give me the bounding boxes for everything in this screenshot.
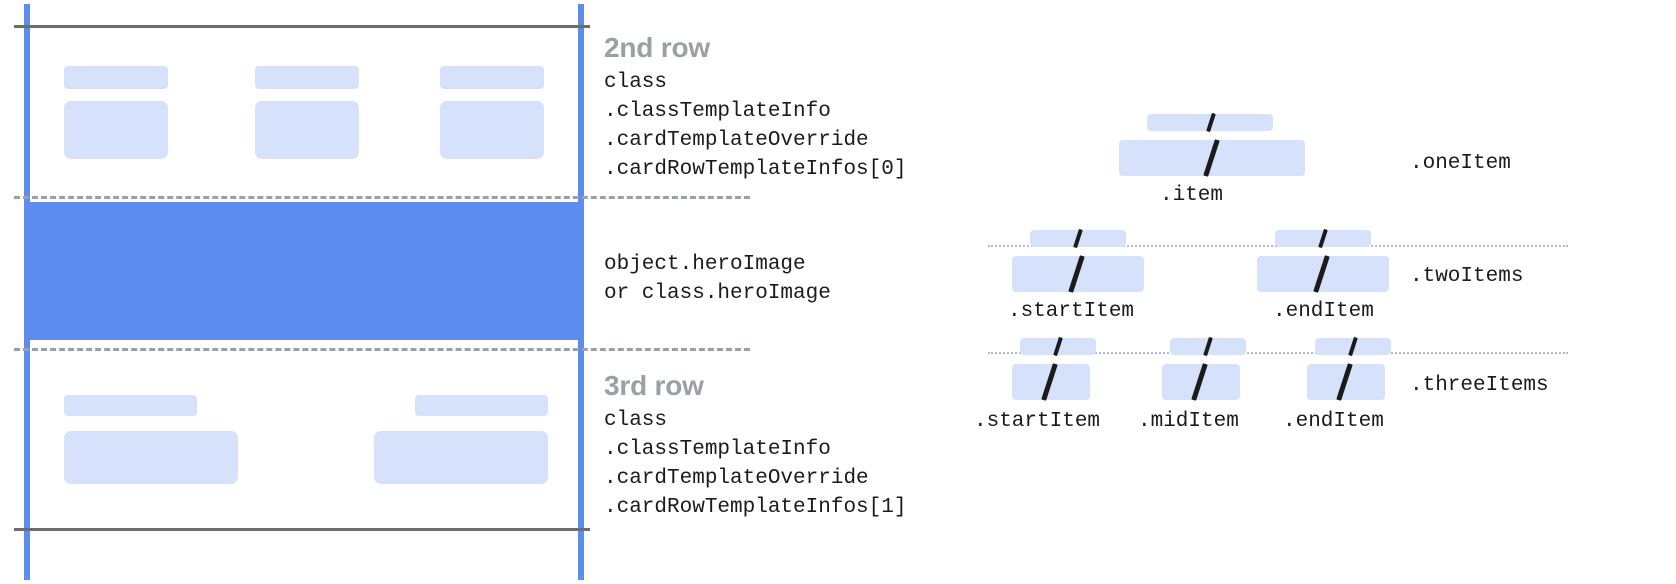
- hero-bottom-dashed-divider: [14, 348, 750, 351]
- two-items-group-label: .twoItems: [1410, 265, 1524, 288]
- one-item-value-chip: [1119, 139, 1305, 177]
- card-bottom-rule: [14, 528, 590, 531]
- annotation-second-row: 2nd row class .classTemplateInfo .cardTe…: [604, 32, 984, 184]
- slash-icon: [1318, 228, 1328, 249]
- hero-image-code-line-2: or class.heroImage: [604, 282, 831, 305]
- hero-image-code-line-1: object.heroImage: [604, 253, 806, 276]
- two-items-end-cell: .endItem: [1255, 228, 1395, 323]
- second-row-code-line-4: .cardRowTemplateInfos[0]: [604, 158, 907, 181]
- two-items-start-value-chip: [1012, 255, 1144, 293]
- second-row-cell1-value-chip: [64, 101, 168, 159]
- third-row-cell2-label-chip: [415, 395, 548, 416]
- slash-icon: [1203, 139, 1220, 177]
- slash-icon: [1336, 363, 1353, 401]
- three-items-mid-cell: .midItem: [1138, 336, 1270, 433]
- two-items-end-label-chip: [1275, 228, 1371, 249]
- second-row-cell2-label-chip: [255, 66, 359, 89]
- one-item-cell: .item: [1115, 112, 1305, 207]
- second-row-code-line-2: .classTemplateInfo: [604, 100, 831, 123]
- annotation-hero-image: object.heroImage or class.heroImage: [604, 250, 984, 308]
- three-items-mid-caption: .midItem: [1138, 410, 1239, 433]
- second-row-title: 2nd row: [604, 32, 710, 63]
- one-item-group-label: .oneItem: [1410, 152, 1511, 175]
- third-row-cell2-value-chip: [374, 431, 548, 484]
- third-row-cell1-label-chip: [64, 395, 197, 416]
- third-row-code-line-1: class: [604, 409, 668, 432]
- third-row-code-line-2: .classTemplateInfo: [604, 438, 831, 461]
- three-items-start-cell: .startItem: [974, 336, 1120, 433]
- second-row-cell2-value-chip: [255, 101, 359, 159]
- two-items-start-cell: .startItem: [1008, 228, 1150, 323]
- three-items-mid-value-chip: [1162, 363, 1240, 401]
- slash-icon: [1068, 255, 1085, 293]
- slash-icon: [1203, 336, 1213, 357]
- slash-icon: [1206, 112, 1216, 133]
- three-items-mid-label-chip: [1170, 336, 1246, 357]
- hero-top-dashed-divider: [14, 196, 750, 199]
- annotation-third-row: 3rd row class .classTemplateInfo .cardTe…: [604, 370, 984, 522]
- second-row-cell3-value-chip: [440, 101, 544, 159]
- slash-icon: [1191, 363, 1208, 401]
- slash-icon: [1053, 336, 1063, 357]
- one-item-label-chip: [1147, 112, 1273, 133]
- three-items-end-value-chip: [1307, 363, 1385, 401]
- left-vertical-rail: [24, 4, 30, 580]
- slash-icon: [1073, 228, 1083, 249]
- three-items-start-caption: .startItem: [974, 410, 1101, 433]
- three-items-group: .startItem .midItem .endItem: [960, 332, 1676, 447]
- right-panel: .item .oneItem .startItem: [960, 0, 1676, 584]
- two-items-group: .startItem .endItem .twoItems: [960, 225, 1676, 335]
- two-items-start-label-chip: [1030, 228, 1126, 249]
- two-items-end-caption: .endItem: [1273, 300, 1374, 323]
- third-row-region: [30, 355, 578, 527]
- one-item-group: .item .oneItem: [960, 100, 1676, 210]
- two-items-end-value-chip: [1257, 255, 1389, 293]
- three-items-start-value-chip: [1012, 363, 1090, 401]
- three-items-end-cell: .endItem: [1283, 336, 1415, 433]
- slash-icon: [1313, 255, 1330, 293]
- right-vertical-rail: [578, 4, 584, 580]
- three-items-group-label: .threeItems: [1410, 374, 1549, 397]
- slash-icon: [1041, 363, 1058, 401]
- second-row-region: [30, 28, 578, 200]
- third-row-code-line-4: .cardRowTemplateInfos[1]: [604, 496, 907, 519]
- hero-image-block: [30, 202, 581, 340]
- three-items-start-label-chip: [1020, 336, 1096, 357]
- second-row-cell3-label-chip: [440, 66, 544, 89]
- three-items-end-caption: .endItem: [1283, 410, 1384, 433]
- one-item-caption: .item: [1160, 184, 1224, 207]
- three-items-end-label-chip: [1315, 336, 1391, 357]
- left-panel: [0, 0, 750, 584]
- two-three-items-dotted-separator: [988, 352, 1568, 354]
- two-items-start-caption: .startItem: [1008, 300, 1135, 323]
- third-row-code-line-3: .cardTemplateOverride: [604, 467, 869, 490]
- third-row-title: 3rd row: [604, 370, 704, 401]
- second-row-cell1-label-chip: [64, 66, 168, 89]
- second-row-code-line-1: class: [604, 71, 668, 94]
- slash-icon: [1348, 336, 1358, 357]
- card-top-rule: [14, 25, 590, 28]
- second-row-code-line-3: .cardTemplateOverride: [604, 129, 869, 152]
- third-row-cell1-value-chip: [64, 431, 238, 484]
